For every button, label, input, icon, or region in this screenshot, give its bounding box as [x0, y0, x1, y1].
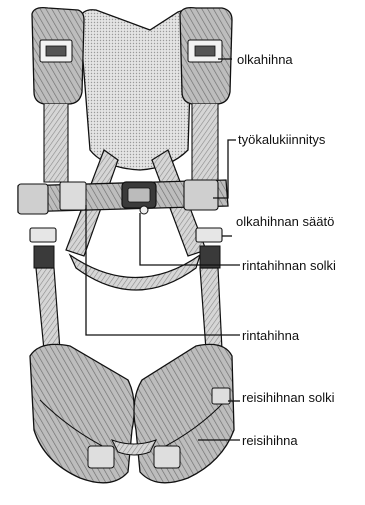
label-chest-buckle: rintahihnan solki: [242, 258, 336, 273]
right-leg-loop: [134, 344, 234, 482]
label-chest-strap: rintahihna: [242, 328, 299, 343]
label-shoulder-adjuster: olkahihnan säätö: [236, 214, 334, 229]
cross-webbing: [66, 150, 206, 290]
right-shoulder-strap: [180, 8, 232, 182]
left-leg-loop: [30, 344, 134, 482]
label-tool-lock: työkalukiinnitys: [238, 132, 325, 147]
label-thigh-strap: reisihihna: [242, 433, 298, 448]
left-shoulder-strap: [32, 8, 84, 182]
label-shoulder-strap: olkahihna: [237, 52, 293, 67]
crotch-strap: [112, 440, 156, 455]
back-pad: [80, 10, 192, 170]
label-thigh-buckle: reisihihnan solki: [242, 390, 335, 405]
